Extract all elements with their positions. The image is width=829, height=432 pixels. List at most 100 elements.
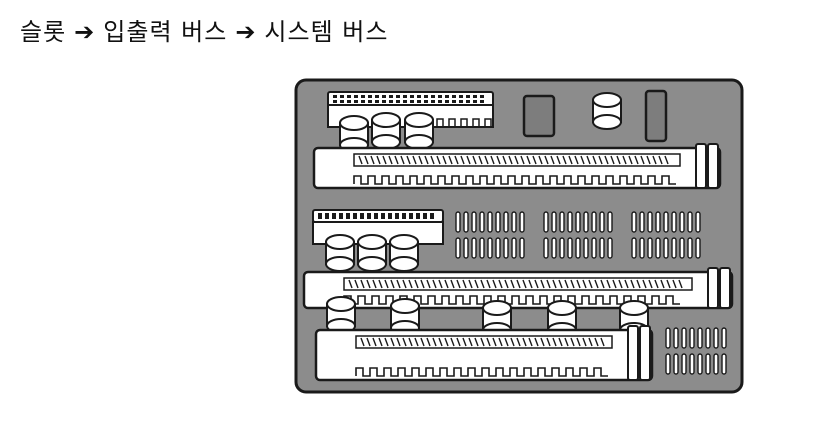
expansion-slot [314, 325, 654, 382]
pin-block-2-pin [591, 237, 597, 259]
io-bus-slot-contact [654, 279, 659, 289]
expansion-slot-contact [372, 337, 377, 347]
expansion-slot-contact [390, 337, 395, 347]
pin-block-3-pin [631, 237, 637, 259]
header-top-row1-pin [333, 95, 337, 98]
header-mid-row1-pin [430, 213, 434, 216]
io-bus-slot-contact [348, 279, 353, 289]
header-top-row1-pin [410, 95, 414, 98]
system-bus-slot-contact [508, 155, 513, 165]
system-bus-slot-contact [514, 155, 519, 165]
header-top-row1-pin [480, 95, 484, 98]
system-bus-slot-contact [382, 155, 387, 165]
header-top-row1-pin [473, 95, 477, 98]
io-bus-slot-contact [594, 279, 599, 289]
io-bus-slot-contact [648, 279, 653, 289]
system-bus-slot [312, 143, 722, 190]
expansion-slot-contact [462, 337, 467, 347]
header-mid-row1-pin [318, 216, 322, 219]
pin-block-1 [455, 211, 525, 259]
system-bus-slot-contact [634, 155, 639, 165]
pin-block-3-pin [663, 211, 669, 233]
pin-block-1-pin [495, 237, 501, 259]
header-top-row1-pin [403, 100, 407, 103]
system-bus-slot-contact [454, 155, 459, 165]
header-top-row1-pin [417, 95, 421, 98]
header-mid-row1-pin [388, 216, 392, 219]
expansion-slot-contact [402, 337, 407, 347]
pin-block-4-pin [673, 327, 679, 349]
system-bus-slot-contact [586, 155, 591, 165]
io-bus-slot-contact [582, 279, 587, 289]
header-top-row1-pin [417, 100, 421, 103]
header-mid-row1-pin [395, 216, 399, 219]
header-top-row1-pin [333, 100, 337, 103]
system-bus-slot-contact [658, 155, 663, 165]
pin-block-4-pin [673, 353, 679, 375]
system-bus-slot-contact [544, 155, 549, 165]
io-bus-slot-contact [666, 279, 671, 289]
io-bus-slot-contact [546, 279, 551, 289]
capacitor-top-1 [339, 115, 369, 153]
expansion-slot-contact [546, 337, 551, 347]
header-top-row1-pin [459, 100, 463, 103]
io-bus-slot-contact [480, 279, 485, 289]
system-bus-slot-latch [707, 143, 719, 189]
header-top-row1-pin [347, 95, 351, 98]
capacitor-bottom-3-top [482, 300, 512, 316]
io-bus-slot-contact [396, 279, 401, 289]
expansion-slot-contact [426, 337, 431, 347]
header-mid-row1-pin [318, 213, 322, 216]
pin-block-4-pin [705, 327, 711, 349]
system-bus-slot-contact [394, 155, 399, 165]
header-mid-row1-pin [353, 213, 357, 216]
system-bus-slot-contact [574, 155, 579, 165]
expansion-slot-contact [594, 337, 599, 347]
header-mid-row1-pin [332, 213, 336, 216]
io-bus-slot-contact [612, 279, 617, 289]
io-bus-slot-contact [420, 279, 425, 289]
pin-block-3-pin [679, 211, 685, 233]
io-bus-slot-contact [528, 279, 533, 289]
pin-block-3-pin [687, 211, 693, 233]
system-bus-slot-contact [466, 155, 471, 165]
system-bus-slot-latch [695, 143, 707, 189]
expansion-slot-latch [627, 325, 639, 381]
header-mid-row1-pin [374, 213, 378, 216]
chip-tall [644, 89, 668, 143]
header-top-tooth [460, 118, 468, 127]
pin-block-3-pin [671, 237, 677, 259]
pin-block-2 [543, 211, 613, 259]
system-bus-slot-contact [532, 155, 537, 165]
pin-block-4-pin [713, 327, 719, 349]
pin-block-4 [665, 327, 727, 375]
crystal-oscillator-bottom [592, 114, 622, 130]
expansion-slot-contact [450, 337, 455, 347]
header-mid-row1-pin [381, 216, 385, 219]
io-bus-slot-latch [719, 267, 731, 309]
io-bus-slot-contact [588, 279, 593, 289]
expansion-slot-contact [588, 337, 593, 347]
capacitor-bottom-2-top [390, 298, 420, 314]
header-top-row1-pin [368, 95, 372, 98]
header-mid-row1-pin [367, 216, 371, 219]
pin-block-3-pin [695, 237, 701, 259]
io-bus-slot-contact [474, 279, 479, 289]
capacitor-mid-1-top [325, 234, 355, 250]
io-bus-slot-contact [516, 279, 521, 289]
expansion-slot-contact [480, 337, 485, 347]
header-top-row1-pin [354, 100, 358, 103]
header-top-row1-pin [403, 95, 407, 98]
pin-block-3-pin [671, 211, 677, 233]
io-bus-slot [302, 267, 734, 310]
system-bus-slot-contact [364, 155, 369, 165]
header-top-row1-pin [431, 100, 435, 103]
caption-slot: 슬롯 [20, 18, 67, 46]
pin-block-4-pin [665, 353, 671, 375]
pin-block-3-pin [631, 211, 637, 233]
crystal-oscillator-top [592, 92, 622, 108]
pin-block-1-pin [463, 237, 469, 259]
header-top-row1-pin [382, 100, 386, 103]
io-bus-slot-contact [678, 279, 683, 289]
header-mid-row1-pin [402, 216, 406, 219]
